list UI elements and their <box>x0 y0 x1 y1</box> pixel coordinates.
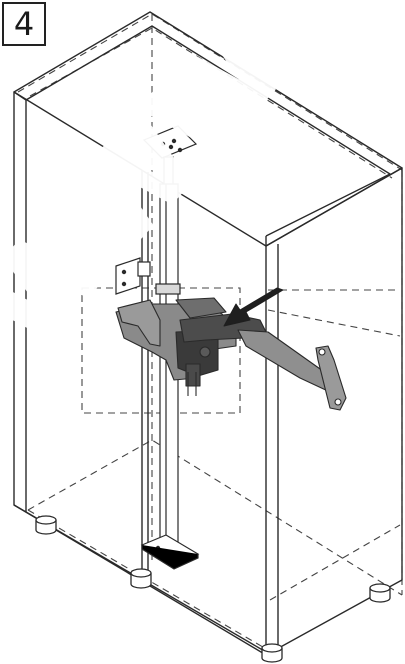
lift-mechanism <box>115 297 347 411</box>
step-number: 4 <box>13 5 35 43</box>
foot-front-middle <box>130 568 152 589</box>
cabinet-outline <box>13 11 403 656</box>
foot-back-right <box>369 583 391 603</box>
foot-front-left <box>35 515 57 535</box>
wall-bracket <box>115 257 151 295</box>
indicator-arrow <box>223 287 284 327</box>
step-number-badge: 4 <box>2 2 46 46</box>
cabinet-feet <box>35 515 391 663</box>
foot-front-right <box>261 643 283 663</box>
